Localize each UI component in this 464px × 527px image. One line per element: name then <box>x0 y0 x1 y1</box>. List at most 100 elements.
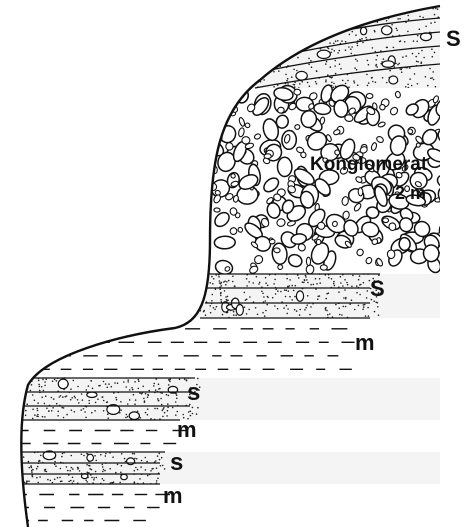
stipple-dot <box>136 458 138 460</box>
stipple-dot <box>343 297 345 299</box>
stipple-dot <box>275 289 277 291</box>
pebble <box>277 107 285 114</box>
sandstone-layer-3 <box>0 378 464 420</box>
stipple-dot <box>26 382 28 384</box>
stipple-dot <box>343 22 345 24</box>
label-sandstone-4: s <box>170 449 183 476</box>
stipple-dot <box>267 297 269 299</box>
stipple-dot <box>162 410 164 412</box>
stipple-dot <box>161 457 163 459</box>
stipple-dot <box>220 299 222 301</box>
stipple-dot <box>232 281 234 283</box>
stipple-dot <box>66 395 68 397</box>
stipple-dot <box>71 397 73 399</box>
stipple-dot <box>213 278 215 280</box>
stipple-dot <box>259 24 261 26</box>
stipple-dot <box>156 480 158 482</box>
stipple-dot <box>34 414 36 416</box>
stipple-dot <box>32 409 34 411</box>
stipple-dot <box>371 13 373 15</box>
stipple-dot <box>123 381 125 383</box>
stipple-dot <box>326 310 328 312</box>
stipple-dot <box>201 288 203 290</box>
stipple-dot <box>263 296 265 298</box>
stipple-dot <box>334 50 336 52</box>
stipple-dot <box>103 381 105 383</box>
stipple-dot <box>295 285 297 287</box>
stipple-dot <box>425 26 427 28</box>
stipple-dot <box>133 394 135 396</box>
stipple-dot <box>218 276 220 278</box>
stipple-dot <box>288 21 290 23</box>
stipple-dot <box>380 8 382 10</box>
stipple-dot <box>141 460 143 462</box>
stipple-dot <box>249 35 251 37</box>
stipple-dot <box>355 59 357 61</box>
stipple-dot <box>295 46 297 48</box>
stipple-dot <box>226 281 228 283</box>
stipple-dot <box>316 70 318 72</box>
stipple-dot <box>309 314 311 316</box>
stipple-dot <box>304 309 306 311</box>
stipple-dot <box>310 306 312 308</box>
stipple-dot <box>61 480 63 482</box>
stipple-dot <box>325 63 327 65</box>
pebble <box>211 94 221 103</box>
stipple-dot <box>84 411 86 413</box>
stipple-dot <box>253 17 255 19</box>
stipple-dot <box>285 296 287 298</box>
stipple-dot <box>376 66 378 68</box>
pebble <box>332 221 338 227</box>
stipple-dot <box>407 31 409 33</box>
stipple-dot <box>103 410 105 412</box>
stipple-dot <box>366 74 368 76</box>
stipple-dot <box>323 25 325 27</box>
stipple-dot <box>311 27 313 29</box>
stipple-dot <box>63 407 65 409</box>
stipple-dot <box>359 39 361 41</box>
stipple-dot <box>18 385 20 387</box>
stipple-dot <box>216 306 218 308</box>
stipple-dot <box>70 388 72 390</box>
stipple-dot <box>285 31 287 33</box>
stipple-dot <box>144 400 146 402</box>
stipple-dot <box>37 466 39 468</box>
stipple-dot <box>145 469 147 471</box>
label-conglomerate-thickness: 2 m <box>395 183 426 203</box>
stipple-dot <box>83 408 85 410</box>
stipple-dot <box>252 282 254 284</box>
stipple-dot <box>190 410 192 412</box>
stipple-dot <box>257 19 259 21</box>
stipple-dot <box>258 47 260 49</box>
stipple-dot <box>232 276 234 278</box>
stipple-dot <box>219 280 221 282</box>
stipple-dot <box>142 386 144 388</box>
stipple-dot <box>222 314 224 316</box>
stipple-dot <box>265 310 267 312</box>
stipple-dot <box>313 284 315 286</box>
stipple-dot <box>413 40 415 42</box>
stipple-dot <box>233 314 235 316</box>
stipple-dot <box>307 295 309 297</box>
stipple-dot <box>289 27 291 29</box>
stipple-dot <box>31 470 33 472</box>
stipple-dot <box>363 282 365 284</box>
stipple-dot <box>61 407 63 409</box>
stipple-dot <box>12 454 14 456</box>
stipple-dot <box>91 469 93 471</box>
stipple-dot <box>367 307 369 309</box>
stipple-dot <box>28 480 30 482</box>
stipple-dot <box>30 465 32 467</box>
stipple-dot <box>325 81 327 83</box>
stipple-dot <box>104 470 106 472</box>
stipple-dot <box>167 407 169 409</box>
stipple-dot <box>257 314 259 316</box>
stipple-dot <box>257 35 259 37</box>
stipple-dot <box>274 279 276 281</box>
stipple-dot <box>423 57 425 59</box>
stipple-dot <box>127 381 129 383</box>
stipple-dot <box>409 67 411 69</box>
stipple-dot <box>315 14 317 16</box>
stipple-dot <box>258 283 260 285</box>
stipple-dot <box>145 412 147 414</box>
